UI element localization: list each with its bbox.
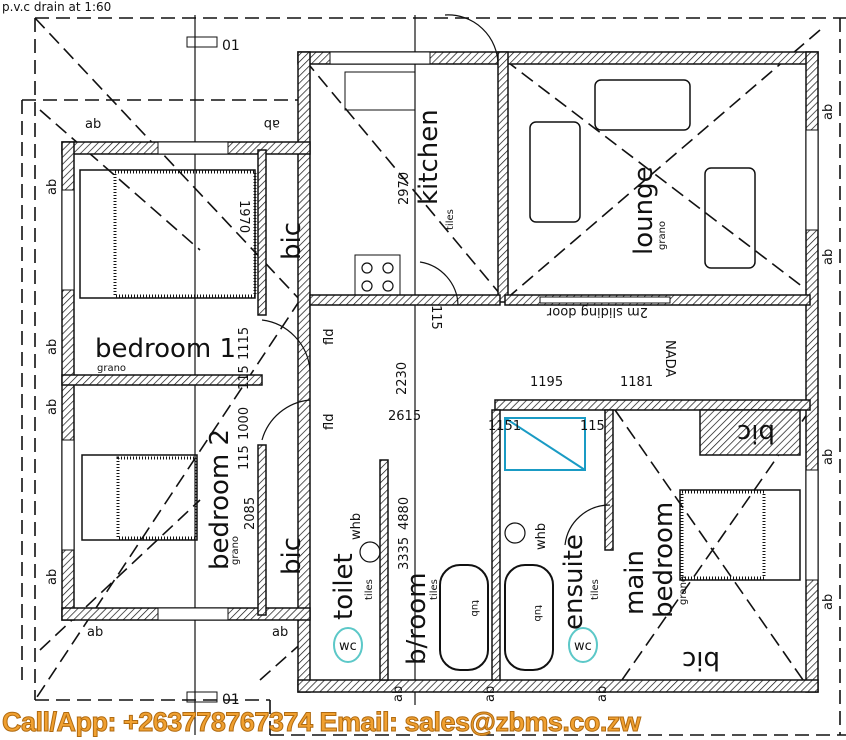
basin-icon [504,522,526,544]
bathroom-label: b/room [402,572,432,665]
bed-icon [79,169,256,299]
dim-4880: 4880 [397,497,412,530]
tub-icon [504,564,554,671]
sliding-door-label: 2m sliding door [546,304,648,319]
wc-icon [568,627,598,663]
fld-label: fld [322,414,337,430]
ab-label: ab [264,116,280,131]
ab-label: ab [45,399,60,415]
main-bedroom-label-2: bedroom [649,502,679,618]
toilet-floor: tiles [364,579,375,600]
bathroom-floor: tiles [429,579,440,600]
basin-icon [359,541,381,563]
wc-label: wc [574,639,592,654]
bedroom2-label: bedroom 2 [205,429,235,570]
furniture [79,14,801,671]
dim-115: 115 [428,305,443,330]
bed-icon [81,454,198,541]
sofa-icon [529,121,581,223]
ab-label: ab [821,104,836,120]
windows [61,51,819,621]
tub-label: tub [532,605,543,622]
ensuite-label: ensuite [559,534,589,630]
fld-label: fld [322,329,337,345]
ab-label: ab [45,179,60,195]
ab-label: ab [87,625,103,640]
stove-icon [354,254,401,296]
ab-label: ab [595,686,610,702]
dim-2085: 2085 [243,497,258,530]
bedroom1-floor: grano [97,363,126,374]
main-bedroom-floor: grano [678,576,689,605]
sink-icon [344,71,416,111]
ab-markers: ab ab ab ab ab ab ab ab ab ab ab ab ab a… [45,104,836,702]
ab-label: ab [821,594,836,610]
wc-label: wc [339,639,357,654]
dim-1000: 1000 [237,407,252,440]
kitchen-floor: tiles [445,209,456,230]
bic-label: bic [682,645,720,675]
ab-label: ab [483,686,498,702]
tub-icon [439,564,489,671]
dim-3335: 3335 [397,537,412,570]
ab-label: ab [821,249,836,265]
main-bedroom-label-1: main [620,550,650,615]
sofa-icon [704,167,756,269]
dim-115: 115 [580,419,605,434]
ab-label: ab [45,339,60,355]
dim-1181: 1181 [620,375,653,390]
drain-note: p.v.c drain at 1:60 [2,0,112,15]
whb-label: whb [534,523,549,550]
bedroom2-floor: grano [230,536,241,565]
kitchen-label: kitchen [414,109,444,205]
sofa-icon [594,79,691,131]
nada-label: NADA [662,340,677,377]
ab-label: ab [391,686,406,702]
dim-2230: 2230 [395,362,410,395]
lounge-floor: grano [657,221,668,250]
wc-icon [333,627,363,663]
bedroom1-label: bedroom 1 [95,334,236,364]
toilet-label: toilet [329,553,359,620]
tub-label: tub [469,600,480,617]
shower-tray [504,417,586,471]
grid-mark-top: 01 [222,38,240,54]
contact-banner: Call/App: +263778767374 Email: sales@zbm… [1,707,641,737]
dim-1195: 1195 [530,375,563,390]
dim-1970: 1970 [236,200,251,233]
bic-label: bic [277,222,307,260]
ab-label: ab [45,569,60,585]
bic-label: bic [737,418,775,448]
ab-label: ab [821,449,836,465]
ab-label: ab [272,625,288,640]
labels: 01 01 bedroom 1 grano bedroom 2 grano ki… [45,36,836,708]
grid-mark-bottom: 01 [222,692,240,708]
bic-label: bic [277,537,307,575]
lounge-label: lounge [629,166,659,255]
dim-1115: 1115 [237,327,252,360]
dim-2615: 2615 [388,409,421,424]
dim-2970: 2970 [397,172,412,205]
bed-icon [679,489,801,581]
dim-115: 115 [237,365,252,390]
whb-label: whb [349,513,364,540]
dim-115: 115 [237,445,252,470]
dim-1151: 1151 [488,419,521,434]
ensuite-floor: tiles [590,579,601,600]
ab-label: ab [85,117,101,132]
